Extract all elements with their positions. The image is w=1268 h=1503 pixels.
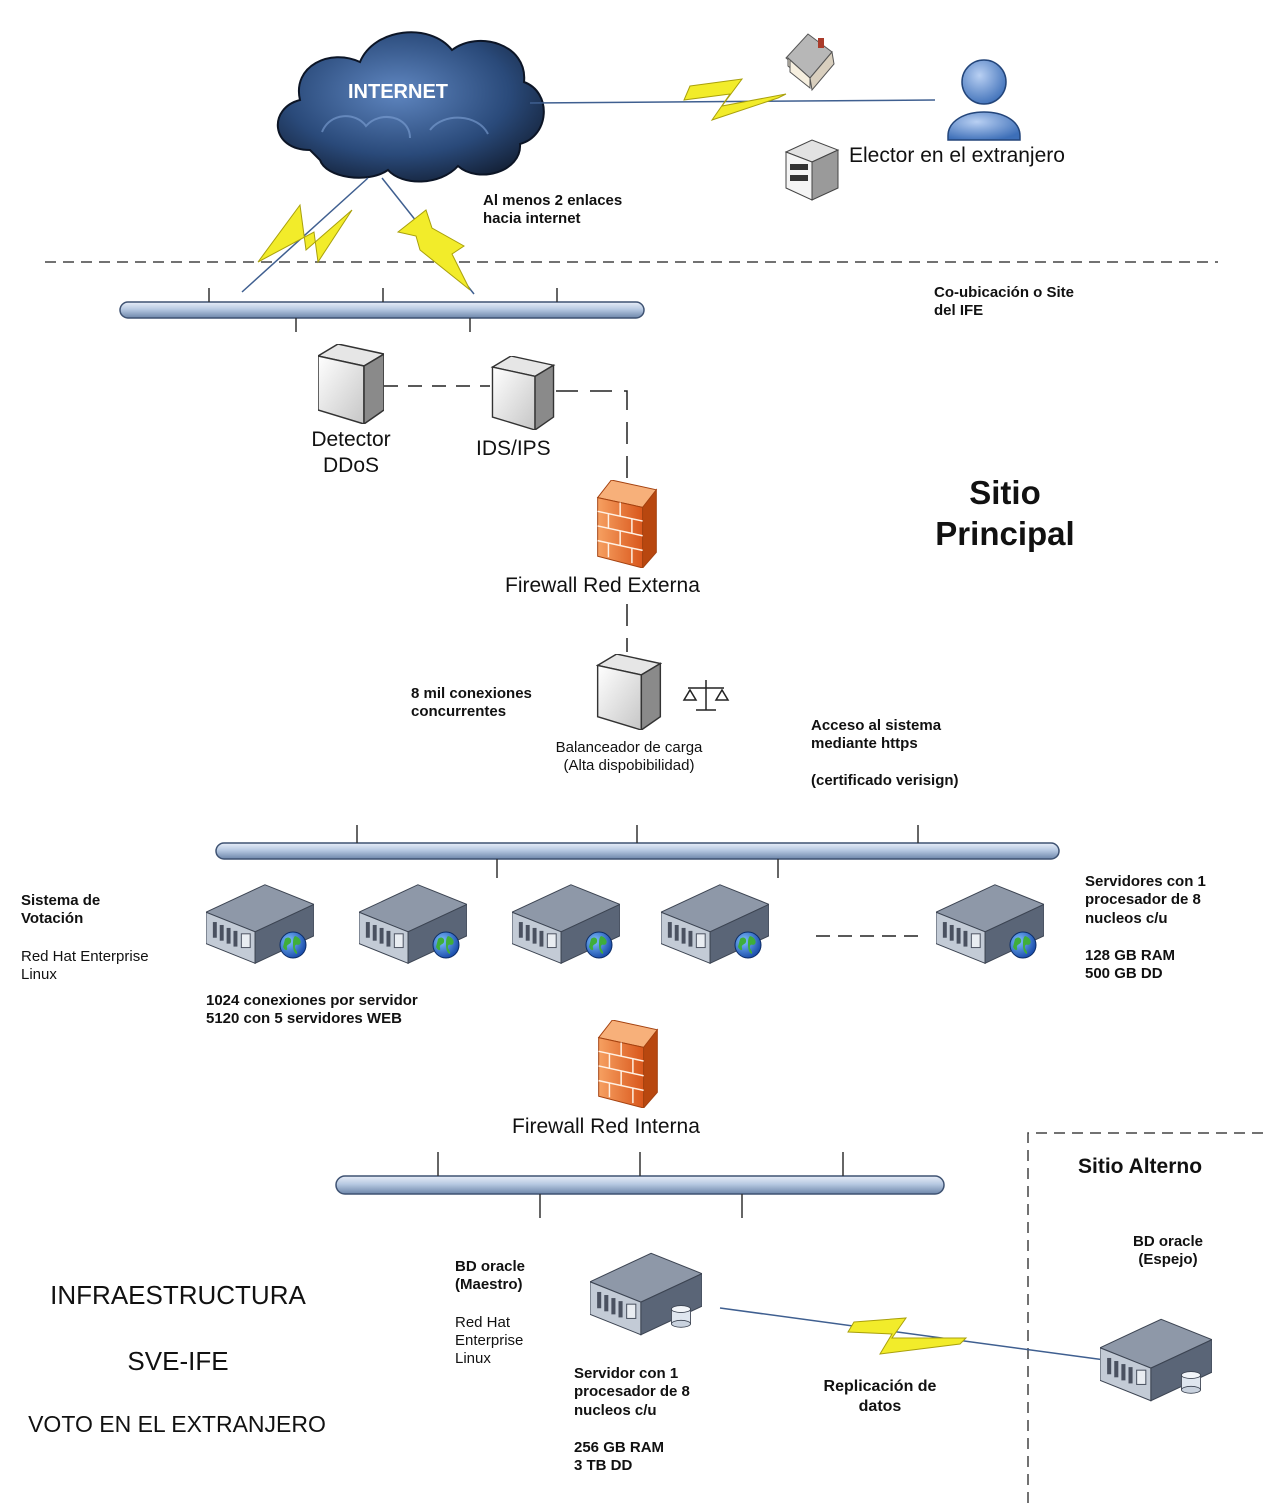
internet-label: INTERNET [348,81,448,103]
elector-person-icon [947,59,1021,141]
firewall-internal-label: Firewall Red Interna [512,1115,700,1138]
firewall-internal-icon [597,1020,659,1108]
web-server-icon [359,884,467,964]
db-server-specs: Servidor con 1 procesador de 8 nucleos c… [574,1365,690,1475]
firewall-external-icon [596,480,658,568]
ddos-detector-icon [318,344,384,424]
firewall-external-label: Firewall Red Externa [505,574,700,597]
db-mirror-label: BD oracle(Espejo) [1132,1233,1204,1269]
web-server-icon [661,884,769,964]
internet-cloud-icon [276,31,545,183]
sve-ife-title: SVE-IFE [127,1346,229,1376]
alternate-site-boundary [1027,1132,1268,1503]
lightning-bolt-icon [257,203,353,264]
lightning-bolt-icon [847,1317,968,1355]
lightning-bolt-icon [396,209,471,291]
voto-extranjero-title: VOTO EN EL EXTRANJERO [28,1411,326,1437]
elector-label: Elector en el extranjero [849,144,1065,167]
load-balancer-icon [596,654,662,730]
network-bus-external [119,288,645,332]
database-master-server-icon [590,1252,702,1336]
infrastructure-title: INFRAESTRUCTURA [50,1280,306,1310]
internet-link-line [529,99,936,104]
web-server-icon [936,884,1044,964]
database-mirror-server-icon [1100,1318,1212,1402]
network-bus-internal [335,1152,945,1218]
ids-firewall-connector [556,390,628,490]
house-icon [785,33,835,92]
voting-system-label: Sistema de Votación Red Hat Enterprise L… [21,892,149,983]
load-balancer-label: Balanceador de carga(Alta dispobibilidad… [555,739,703,775]
internet-uplink-line-1 [241,177,369,293]
replication-link-line [719,1307,1106,1361]
ids-ips-icon [491,356,555,430]
building-icon [784,139,840,201]
scale-balance-icon [682,680,730,711]
web-server-icon [512,884,620,964]
web-server-icon [206,884,314,964]
network-bus-web [215,825,1060,878]
web-server-specs: Servidores con 1 procesador de 8 nucleos… [1085,873,1206,983]
alternate-site-title: Sitio Alterno [1078,1155,1203,1178]
ids-ips-label: IDS/IPS [476,437,551,460]
lightning-bolt-icon [683,78,787,121]
db-master-label: BD oracle (Maestro) Red Hat Enterprise L… [455,1258,526,1368]
